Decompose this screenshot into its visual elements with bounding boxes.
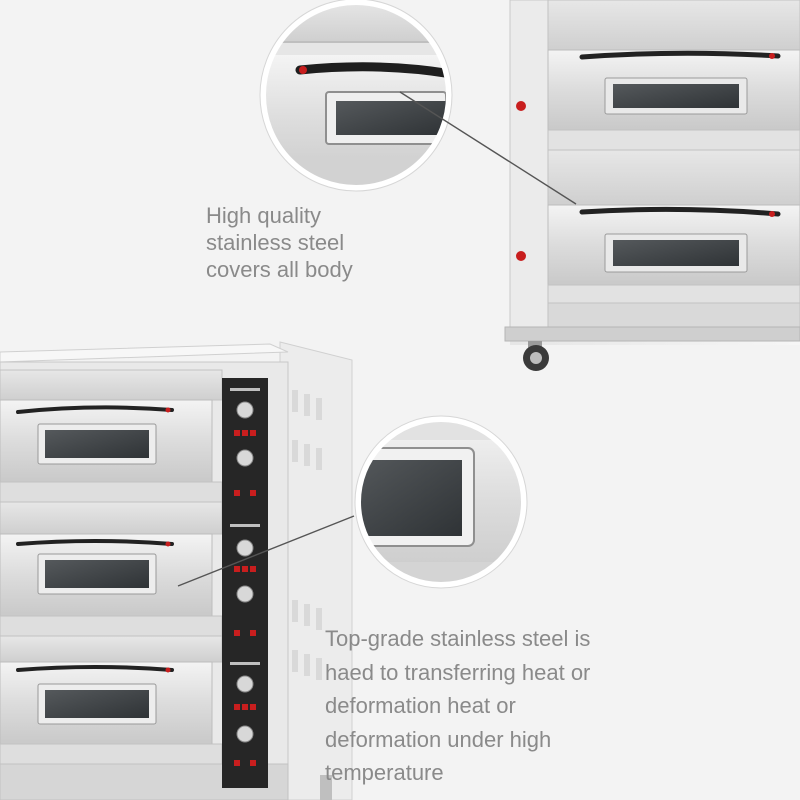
leader-line-top: [399, 91, 577, 205]
caption-top-line: covers all body: [206, 257, 353, 282]
caption-bottom: Top-grade stainless steel is haed to tra…: [325, 622, 590, 790]
caption-bottom-line: deformation under high: [325, 726, 552, 752]
caption-bottom-line: deformation heat or: [325, 693, 516, 718]
oven-top-right: [504, 0, 800, 371]
caption-bottom-line: Top-grade stainless steel is: [325, 626, 591, 651]
caption-top-line: High quality: [206, 203, 321, 228]
caption-top-line: stainless steel: [206, 230, 345, 255]
caption-bottom-line: temperature: [325, 760, 444, 785]
control-knobs: [236, 401, 254, 743]
leader-line-bottom: [177, 515, 355, 587]
oven-bottom-left: [0, 341, 353, 800]
caption-top: High quality stainless steel covers all …: [206, 202, 353, 283]
zoom-detail-door-window: [354, 415, 528, 589]
zoom-detail-door-handle: [259, 0, 453, 192]
caption-bottom-line: haed to transferring heat or: [325, 659, 591, 685]
